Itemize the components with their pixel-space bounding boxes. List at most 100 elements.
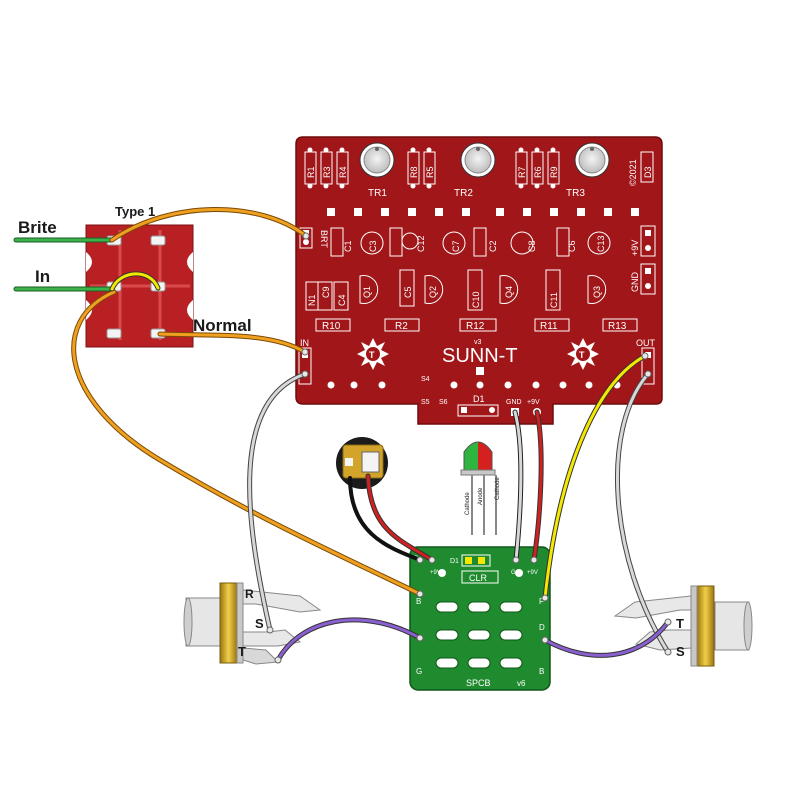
c5-label: C5 (403, 286, 413, 298)
wire-dc-black (348, 476, 422, 562)
brite-label: Brite (18, 218, 57, 237)
board-version: v3 (474, 339, 482, 346)
output-jack-right[interactable] (613, 585, 753, 667)
main-pcb: TR1 TR2 TR3 R1 R3 R4 R8 (295, 136, 663, 425)
r12-label: R12 (466, 321, 485, 332)
r7-label: R7 (517, 166, 527, 178)
c13-label: C13 (596, 235, 606, 252)
c2-label: C2 (488, 240, 498, 252)
spcb-top-pad-3: G (511, 570, 516, 576)
s4-label: S4 (421, 376, 430, 383)
wire-input-tip (275, 617, 423, 663)
r3-label: R3 (322, 166, 332, 178)
svg-text:T: T (369, 350, 375, 360)
spcb-top-pad-4: +9V (527, 570, 538, 576)
spcb-d1-label: D1 (450, 558, 459, 565)
wires (71, 207, 671, 663)
c8-label: C8 (527, 240, 537, 252)
right-jack-tip-label: T (676, 616, 684, 631)
q3-label: Q3 (592, 286, 602, 298)
side-9v-label: +9V (630, 240, 640, 256)
tr2-label: TR2 (454, 188, 473, 199)
d3-label: D3 (643, 166, 653, 178)
led: Cathode Anode Cathode (460, 441, 501, 535)
c1-label: C1 (343, 240, 353, 252)
r4-label: R4 (338, 166, 348, 178)
c11-label: C11 (549, 292, 559, 308)
board-title: SUNN-T (442, 345, 518, 367)
spcb-left-pad-g: G (416, 667, 422, 676)
c6-label: C6 (567, 240, 577, 252)
solder-points (266, 232, 672, 664)
n1-label: N1 (307, 294, 317, 306)
left-jack-tip-label: T (238, 644, 246, 659)
pad-row-top (327, 208, 639, 216)
side-gnd-label: GND (630, 272, 640, 293)
spcb-top-pad-2: +9V (430, 570, 441, 576)
green-leads (13, 237, 115, 292)
r10-label: R10 (322, 321, 341, 332)
tr3-label: TR3 (566, 188, 585, 199)
9v-pad-label: +9V (527, 399, 540, 406)
d1-main-label: D1 (473, 394, 485, 404)
input-jack-left[interactable] (183, 582, 322, 665)
gnd-pad-label: GND (506, 399, 522, 406)
c3-label: C3 (368, 240, 378, 252)
dc-power-jack[interactable] (336, 437, 388, 489)
trimmer-tr1[interactable]: TR1 (359, 142, 395, 199)
spcb-name: SPCB (466, 678, 491, 688)
diode-d3 (640, 151, 654, 183)
svg-text:T: T (579, 350, 585, 360)
r8-label: R8 (409, 166, 419, 178)
left-jack-ring-label: R (245, 587, 254, 601)
pad-row-bottom (327, 367, 621, 389)
trimmer-tr3[interactable]: TR3 (566, 142, 610, 199)
power-header-side: +9V GND (630, 225, 656, 295)
s5-label: S5 (421, 399, 430, 406)
led-cathode-label: Cathode (465, 492, 471, 515)
c9-label: C9 (321, 286, 331, 298)
in-switch-label: In (35, 267, 50, 286)
tonebender-logo-right: T (567, 338, 599, 370)
out-label: OUT (636, 338, 656, 348)
switch-type-label: Type 1 (115, 204, 155, 219)
led-anode-label: Anode (478, 487, 484, 505)
bottom-resistors: R10 R2 R12 R11 R13 (315, 318, 638, 332)
right-jack-sleeve-label: S (676, 644, 685, 659)
q1-label: Q1 (362, 286, 372, 298)
q4-label: Q4 (504, 286, 514, 298)
footswitch[interactable] (85, 224, 194, 348)
normal-label: Normal (193, 316, 252, 335)
c12-label: C12 (416, 235, 426, 252)
r2-label: R2 (395, 321, 408, 332)
spcb-left-pad-b: B (416, 597, 421, 606)
r5-label: R5 (425, 166, 435, 178)
tonebender-logo-left: T (357, 338, 389, 370)
spcb-version: v6 (517, 679, 526, 688)
trimmer-tr2[interactable]: TR2 (454, 142, 496, 199)
transistor-row: Q1 C5 Q2 C10 Q4 C11 Q3 (359, 269, 607, 311)
left-jack-sleeve-label: S (255, 616, 264, 631)
r13-label: R13 (608, 321, 627, 332)
spcb-right-pad-d: D (539, 623, 545, 632)
in-label: IN (300, 338, 309, 348)
spcb-right-pad-b: B (539, 667, 544, 676)
c10-label: C10 (471, 291, 481, 308)
r11-label: R11 (540, 321, 558, 332)
tr1-label: TR1 (368, 188, 387, 199)
top-resistors: R1 R3 R4 R8 R5 R7 R6 R9 (304, 147, 560, 189)
brt-label: BRT (319, 230, 329, 248)
c4-label: C4 (337, 294, 347, 306)
s6-label: S6 (439, 399, 448, 406)
capacitor-row: C1 C3 C12 C7 C2 C8 C6 C13 (330, 227, 611, 257)
c7-label: C7 (451, 240, 461, 252)
r9-label: R9 (549, 166, 559, 178)
r6-label: R6 (533, 166, 543, 178)
spcb-right-pad-f: F (539, 597, 544, 606)
r1-label: R1 (306, 166, 316, 178)
bypass-pcb: D1 CLR D +9V G +9V B G F D B SPCB v6 (409, 546, 551, 691)
copyright-label: ©2021 (628, 159, 638, 186)
led-cathode-label-2: Cathode (495, 477, 501, 500)
spcb-clr-label: CLR (469, 573, 488, 583)
